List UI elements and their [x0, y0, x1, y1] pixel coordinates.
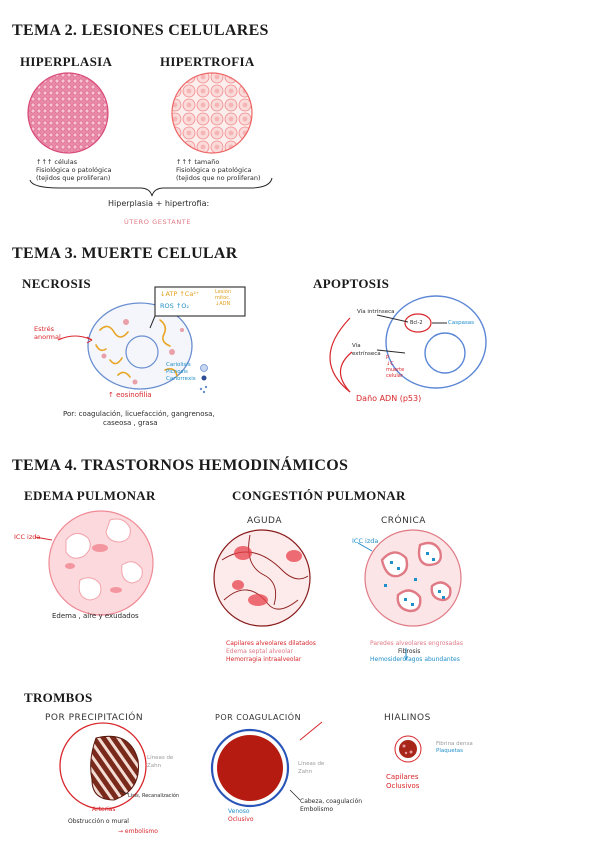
aguda-line2: Edema septal alveolar: [226, 648, 316, 656]
bcl2-label: Bcl-2: [410, 319, 423, 327]
cronica-label: CRÓNICA: [381, 516, 426, 526]
edema-title: EDEMA PULMONAR: [24, 488, 156, 504]
edema-caption: Edema , aire y exudados: [52, 612, 139, 620]
tipos-line1: Por: coagulación, licuefacción, gangreno…: [63, 410, 215, 419]
hipertrofia-line1: ↑↑↑ tamaño: [176, 158, 261, 166]
coag-label-venoso: Venoso: [228, 808, 254, 816]
coag-title: POR COAGULACIÓN: [215, 713, 301, 722]
dano-adn-label: Daño ADN (p53): [356, 394, 421, 403]
apoptosis-title: APOPTOSIS: [313, 276, 389, 292]
nuclear-changes: Cariolisis Picnosis Cariorrexis: [166, 362, 196, 383]
both-label: Hiperplasia + hipertrofia:: [108, 199, 209, 208]
hialino-thrombus: [399, 740, 417, 758]
hial-desc-2: Capilares Oclusivos: [386, 773, 419, 791]
edema-circle: [49, 511, 153, 615]
hiperplasia-line3: (tejidos que proliferan): [36, 174, 112, 182]
atp-label: ↓ATP ↑Ca²⁺: [160, 290, 199, 298]
caspasas-label: Caspasas: [448, 319, 474, 327]
aguda-label: AGUDA: [247, 516, 282, 526]
coag-thrombus: [217, 735, 283, 801]
muerte-4: celular: [386, 373, 404, 379]
aguda-line3: Hemorragia intraalveolar: [226, 656, 316, 664]
precip-label-embolismo: → embolismo: [118, 828, 158, 836]
precip-title: POR PRECIPITACIÓN: [45, 713, 143, 723]
utero-label: ÚTERO GESTANTE: [124, 218, 191, 226]
coag-label-cabeza: Cabeza, coagulación: [300, 798, 362, 806]
cariolisis-label: Cariolisis: [166, 362, 196, 369]
box-right-3: ↓ADN: [215, 301, 231, 307]
cronica-desc: Paredes alveolares engrosadas Fibrosis H…: [370, 640, 463, 664]
congestion-title: CONGESTIÓN PULMONAR: [232, 488, 406, 504]
necrosis-types: Por: coagulación, licuefacción, gangreno…: [63, 410, 215, 428]
coag-desc: Venoso Oclusivo: [228, 808, 254, 824]
aguda-line1: Capilares alveolares dilatados: [226, 640, 316, 648]
via-extrinseca: Vía extrínseca: [352, 342, 382, 358]
coag-desc-2: Cabeza, coagulación Embolismo: [300, 798, 362, 814]
tema2-title: TEMA 2. LESIONES CELULARES: [12, 22, 269, 40]
hial-label-oclusivos: Oclusivos: [386, 782, 419, 791]
precip-label-obstruccion: Obstrucción o mural: [68, 818, 129, 826]
hial-label-capilares: Capilares: [386, 773, 419, 782]
precip-label-lisis: Lisis, Recanalización: [128, 792, 179, 800]
tipos-line2: caseosa , grasa: [63, 419, 215, 428]
cronica-line3: Hemosiderófagos abundantes: [370, 656, 463, 664]
hial-label-plaquetas: Plaquetas: [436, 748, 473, 755]
aguda-circle: [214, 530, 310, 626]
hiperplasia-title: HIPERPLASIA: [20, 54, 112, 70]
trombos-title: TROMBOS: [24, 690, 93, 706]
aguda-desc: Capilares alveolares dilatados Edema sep…: [226, 640, 316, 664]
hialinos-title: HIALINOS: [384, 713, 431, 723]
via-intrinseca: Vía intrínseca: [357, 308, 395, 316]
necrosis-title: NECROSIS: [22, 276, 91, 292]
hipertrofia-title: HIPERTROFIA: [160, 54, 255, 70]
estres-label: Estrés anormal: [34, 325, 68, 341]
hipertrofia-cell: [172, 73, 252, 153]
ros-label: ROS ↑O₂: [160, 302, 189, 310]
coag-label-embolismo: Embolismo: [300, 806, 362, 814]
cariorrexis-label: Cariorrexis: [166, 376, 196, 383]
icc-label-1: ICC izda: [14, 533, 40, 541]
hipertrofia-line2: Fisiológica o patológica: [176, 166, 261, 174]
precip-label-zahn: Líneas de Zahn: [147, 754, 181, 770]
cronica-line1: Paredes alveolares engrosadas: [370, 640, 463, 648]
icc-label-2: ICC izda: [352, 537, 378, 545]
hiperplasia-line2: Fisiológica o patológica: [36, 166, 112, 174]
coag-label-zahn: Líneas de Zahn: [298, 760, 330, 776]
hiperplasia-desc: ↑↑↑ células Fisiológica o patológica (te…: [36, 158, 112, 182]
muerte-label: P ↓C muerte celular: [386, 355, 404, 379]
tema4-title: TEMA 4. TRASTORNOS HEMODINÁMICOS: [12, 457, 348, 475]
hipertrofia-desc: ↑↑↑ tamaño Fisiológica o patológica (tej…: [176, 158, 261, 182]
tema3-title: TEMA 3. MUERTE CELULAR: [12, 245, 238, 263]
picnosis-label: Picnosis: [166, 369, 196, 376]
eosinofilia-label: ↑ eosinofilia: [108, 391, 152, 399]
hiperplasia-cell: [28, 73, 108, 153]
hiperplasia-line1: ↑↑↑ células: [36, 158, 112, 166]
hial-desc: Fibrina densa Plaquetas: [436, 741, 473, 755]
cronica-line2: Fibrosis: [370, 648, 463, 656]
hial-label-fibrina: Fibrina densa: [436, 741, 473, 748]
precip-label-arterias: Arterias: [92, 806, 116, 814]
coag-label-oclusivo: Oclusivo: [228, 816, 254, 824]
hipertrofia-line3: (tejidos que no proliferan): [176, 174, 261, 182]
box-right: Lesión mitoc. ↓ADN: [215, 289, 231, 307]
